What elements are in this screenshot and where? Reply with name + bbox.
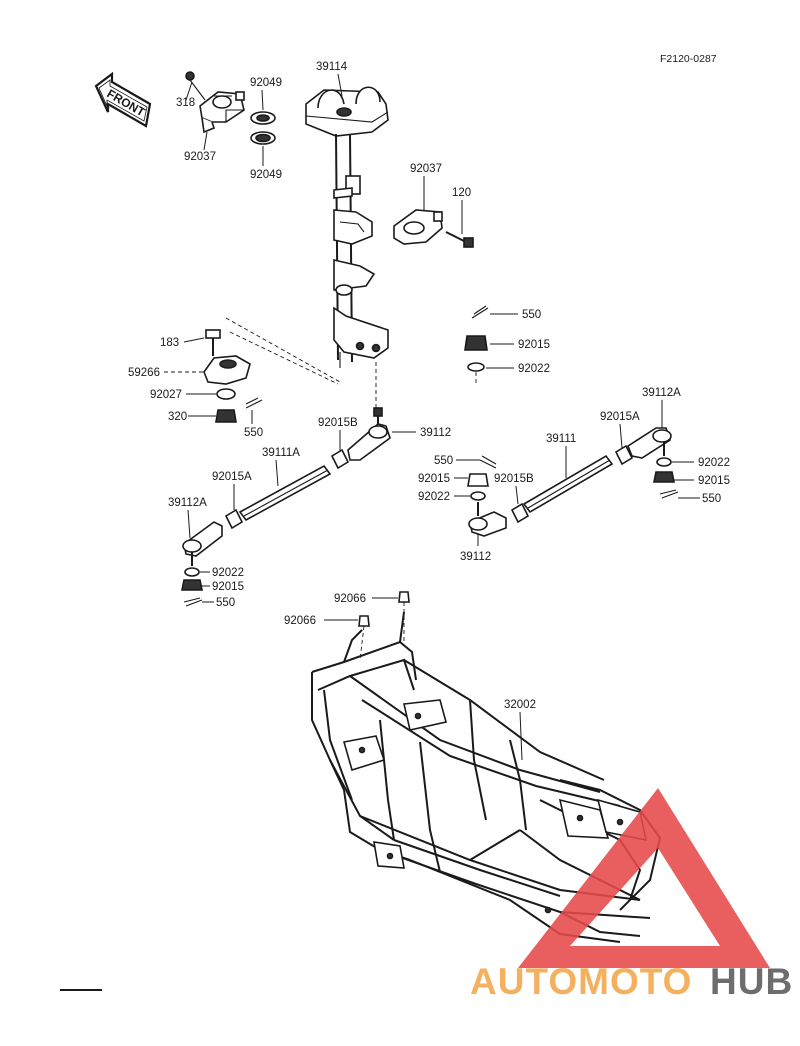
washer-92022-c bbox=[470, 491, 486, 501]
part-label-550-d: 550 bbox=[434, 455, 453, 467]
nut-92015-d bbox=[653, 471, 675, 483]
nut-92015-b bbox=[181, 579, 203, 591]
nut-92015-c bbox=[467, 473, 489, 487]
nut-92015-a bbox=[464, 335, 488, 351]
handlebar-holder-right bbox=[393, 209, 443, 245]
tie-rod-39111A bbox=[238, 464, 332, 522]
watermark-word-automoto: AUTOMOTO bbox=[470, 961, 692, 1002]
part-label-318: 318 bbox=[176, 97, 195, 109]
cotter-pin-550-a bbox=[471, 305, 489, 319]
handlebar-holder-left bbox=[199, 91, 245, 134]
part-label-92037-left: 92037 bbox=[184, 151, 216, 163]
washer-92022-b bbox=[184, 567, 200, 577]
washer-92022-d bbox=[656, 457, 672, 467]
cotter-pin-550-e bbox=[659, 489, 679, 499]
nut-92015A-b bbox=[614, 444, 634, 466]
part-label-92049-top: 92049 bbox=[250, 77, 282, 89]
part-label-92066-b: 92066 bbox=[284, 615, 316, 627]
nut-92015A-a bbox=[224, 508, 244, 530]
part-label-550-e: 550 bbox=[702, 493, 721, 505]
part-label-120: 120 bbox=[452, 187, 471, 199]
tie-rod-39111 bbox=[522, 454, 614, 514]
watermark-word-hub: HUB bbox=[710, 961, 793, 1002]
washer-92027 bbox=[216, 388, 236, 400]
front-arrow-icon: FRONT bbox=[94, 71, 152, 128]
bolt-183 bbox=[205, 329, 221, 356]
tie-rod-end-39112-a bbox=[347, 407, 391, 461]
nut-320 bbox=[215, 409, 237, 423]
seal-92049-top bbox=[250, 111, 276, 125]
part-label-39114: 39114 bbox=[316, 61, 348, 73]
part-label-39112A-a: 39112A bbox=[168, 497, 207, 509]
part-label-92049-bottom: 92049 bbox=[250, 169, 282, 181]
part-label-92015B-b: 92015B bbox=[494, 473, 534, 485]
bolt-318 bbox=[185, 71, 206, 101]
seal-92049-bottom bbox=[250, 131, 276, 145]
part-label-92022-a: 92022 bbox=[518, 363, 550, 375]
cotter-pin-550-c bbox=[183, 597, 203, 607]
part-label-92015A-a: 92015A bbox=[212, 471, 252, 483]
tie-rod-end-39112-b bbox=[468, 502, 507, 537]
part-label-550-b: 550 bbox=[244, 427, 263, 439]
part-label-92015-c: 92015 bbox=[418, 473, 450, 485]
part-label-92015-b: 92015 bbox=[212, 581, 244, 593]
part-label-39111: 39111 bbox=[546, 433, 576, 445]
part-label-39112-b: 39112 bbox=[460, 551, 491, 563]
bearing-holder-59266 bbox=[203, 355, 251, 385]
part-label-39112-a: 39112 bbox=[420, 427, 451, 439]
tie-rod-end-39112A-b bbox=[627, 427, 672, 459]
part-label-92022-d: 92022 bbox=[698, 457, 730, 469]
part-label-92022-b: 92022 bbox=[212, 567, 244, 579]
washer-92022-a bbox=[467, 362, 485, 372]
bolt-120 bbox=[445, 231, 474, 248]
nut-92015B-a bbox=[330, 448, 350, 470]
nut-92015B-b bbox=[510, 502, 530, 524]
part-label-92015-d: 92015 bbox=[698, 475, 730, 487]
cotter-pin-550-d bbox=[479, 455, 497, 469]
part-label-320: 320 bbox=[168, 411, 187, 423]
watermark-logo: AUTOMOTO HUB bbox=[470, 788, 793, 1002]
part-label-92015B-a: 92015B bbox=[318, 417, 358, 429]
ref-code: F2120-0287 bbox=[660, 53, 717, 65]
part-label-92015A-b: 92015A bbox=[600, 411, 640, 423]
steering-shaft-39114 bbox=[305, 86, 389, 368]
part-label-550-a: 550 bbox=[522, 309, 541, 321]
part-label-92022-c: 92022 bbox=[418, 491, 450, 503]
part-label-39112A-b: 39112A bbox=[642, 387, 681, 399]
part-label-92066-a: 92066 bbox=[334, 593, 366, 605]
tie-rod-end-39112A-a bbox=[182, 521, 223, 566]
cotter-pin-550-b bbox=[245, 397, 263, 409]
part-label-32002: 32002 bbox=[504, 699, 536, 711]
part-label-59266: 59266 bbox=[128, 367, 160, 379]
part-label-550-c: 550 bbox=[216, 597, 235, 609]
part-label-39111A: 39111A bbox=[262, 447, 300, 459]
part-label-92027: 92027 bbox=[150, 389, 182, 401]
part-label-92037-right: 92037 bbox=[410, 163, 442, 175]
part-label-183: 183 bbox=[160, 337, 179, 349]
part-label-92015-a: 92015 bbox=[518, 339, 550, 351]
